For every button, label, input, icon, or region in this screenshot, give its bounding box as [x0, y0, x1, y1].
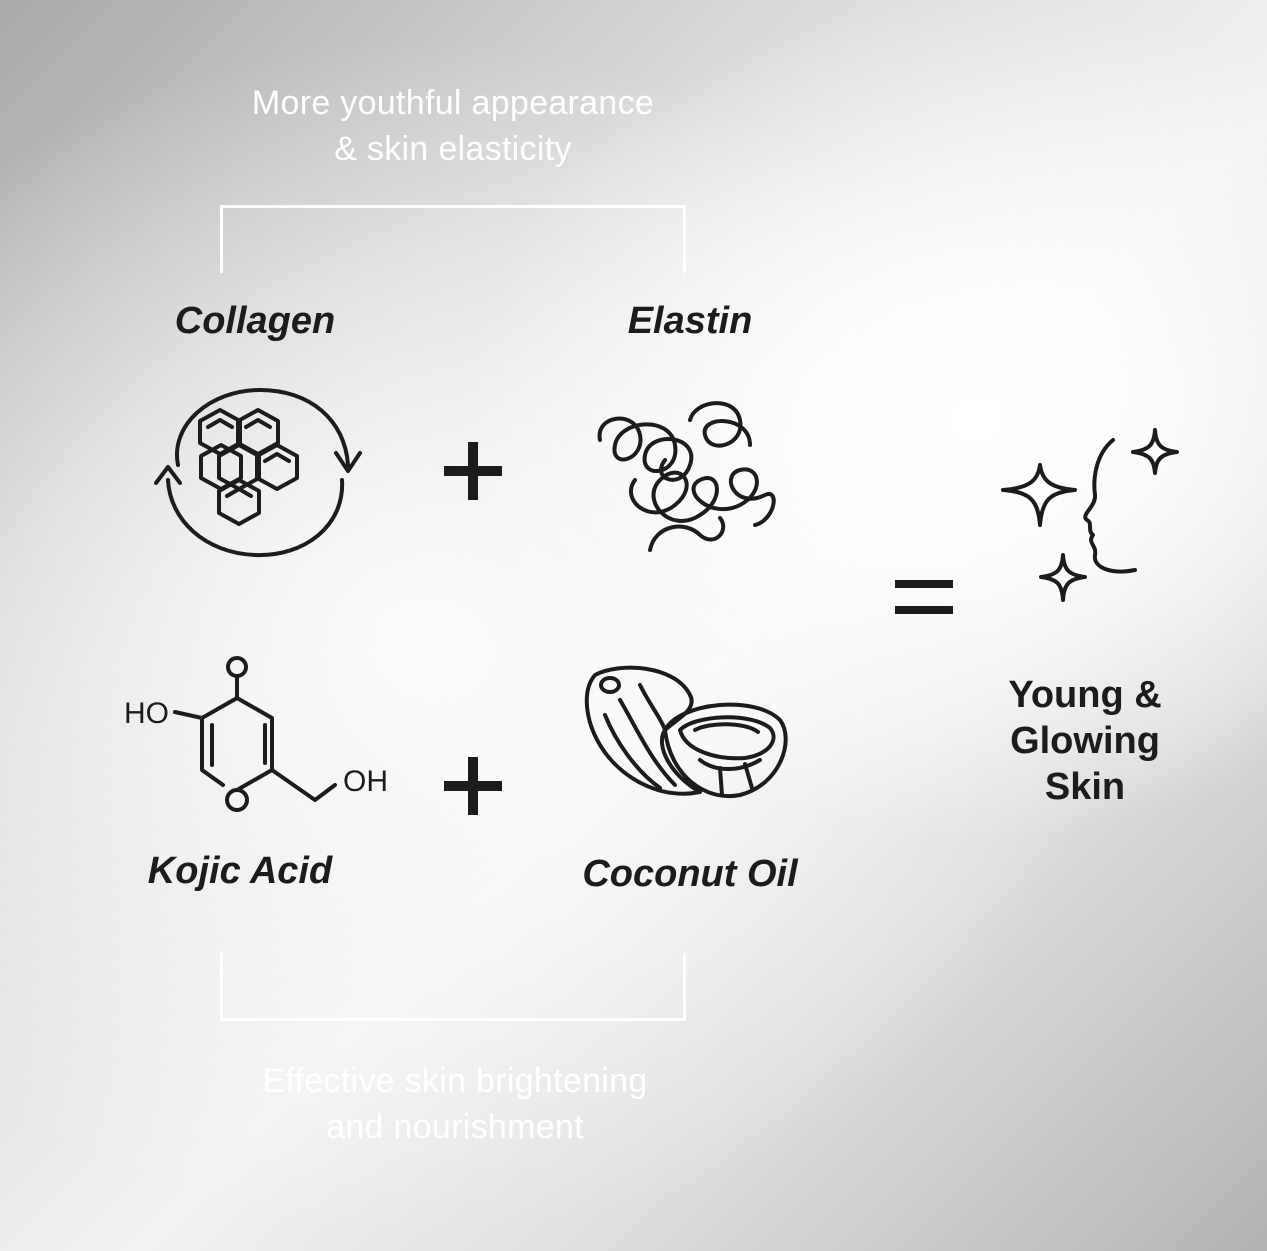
plus-icon-bottom: [444, 757, 502, 815]
tangled-fiber-icon: [590, 400, 780, 555]
top-caption-line2: & skin elasticity: [334, 130, 572, 168]
result-label: Young & Glowing Skin: [975, 672, 1195, 810]
hexagon-molecule-cycle-icon: [150, 385, 370, 560]
kojic-acid-label: Kojic Acid: [147, 850, 333, 892]
kojic-ho-label: HO: [124, 697, 169, 730]
bottom-caption-line2: and nourishment: [326, 1108, 584, 1146]
kojic-oh-label: OH: [343, 765, 388, 798]
chemical-structure-icon: [120, 650, 400, 825]
bottom-bracket: [220, 953, 686, 1021]
top-caption-line1: More youthful appearance: [251, 84, 655, 122]
plus-icon-top: [444, 442, 502, 500]
result-line3: Skin: [1044, 766, 1126, 808]
bottom-caption: Effective skin brightening and nourishme…: [150, 1058, 760, 1150]
collagen-label: Collagen: [174, 300, 336, 342]
elastin-label: Elastin: [627, 300, 753, 342]
top-bracket: [220, 205, 686, 273]
sparkling-face-icon: [995, 425, 1185, 615]
coconut-oil-label: Coconut Oil: [582, 853, 798, 895]
equals-icon: [895, 580, 953, 614]
bottom-caption-line1: Effective skin brightening: [262, 1062, 648, 1100]
top-caption: More youthful appearance & skin elastici…: [150, 80, 756, 172]
coconut-icon: [580, 660, 795, 805]
result-line1: Young &: [1008, 674, 1162, 716]
result-line2: Glowing: [1010, 720, 1160, 762]
